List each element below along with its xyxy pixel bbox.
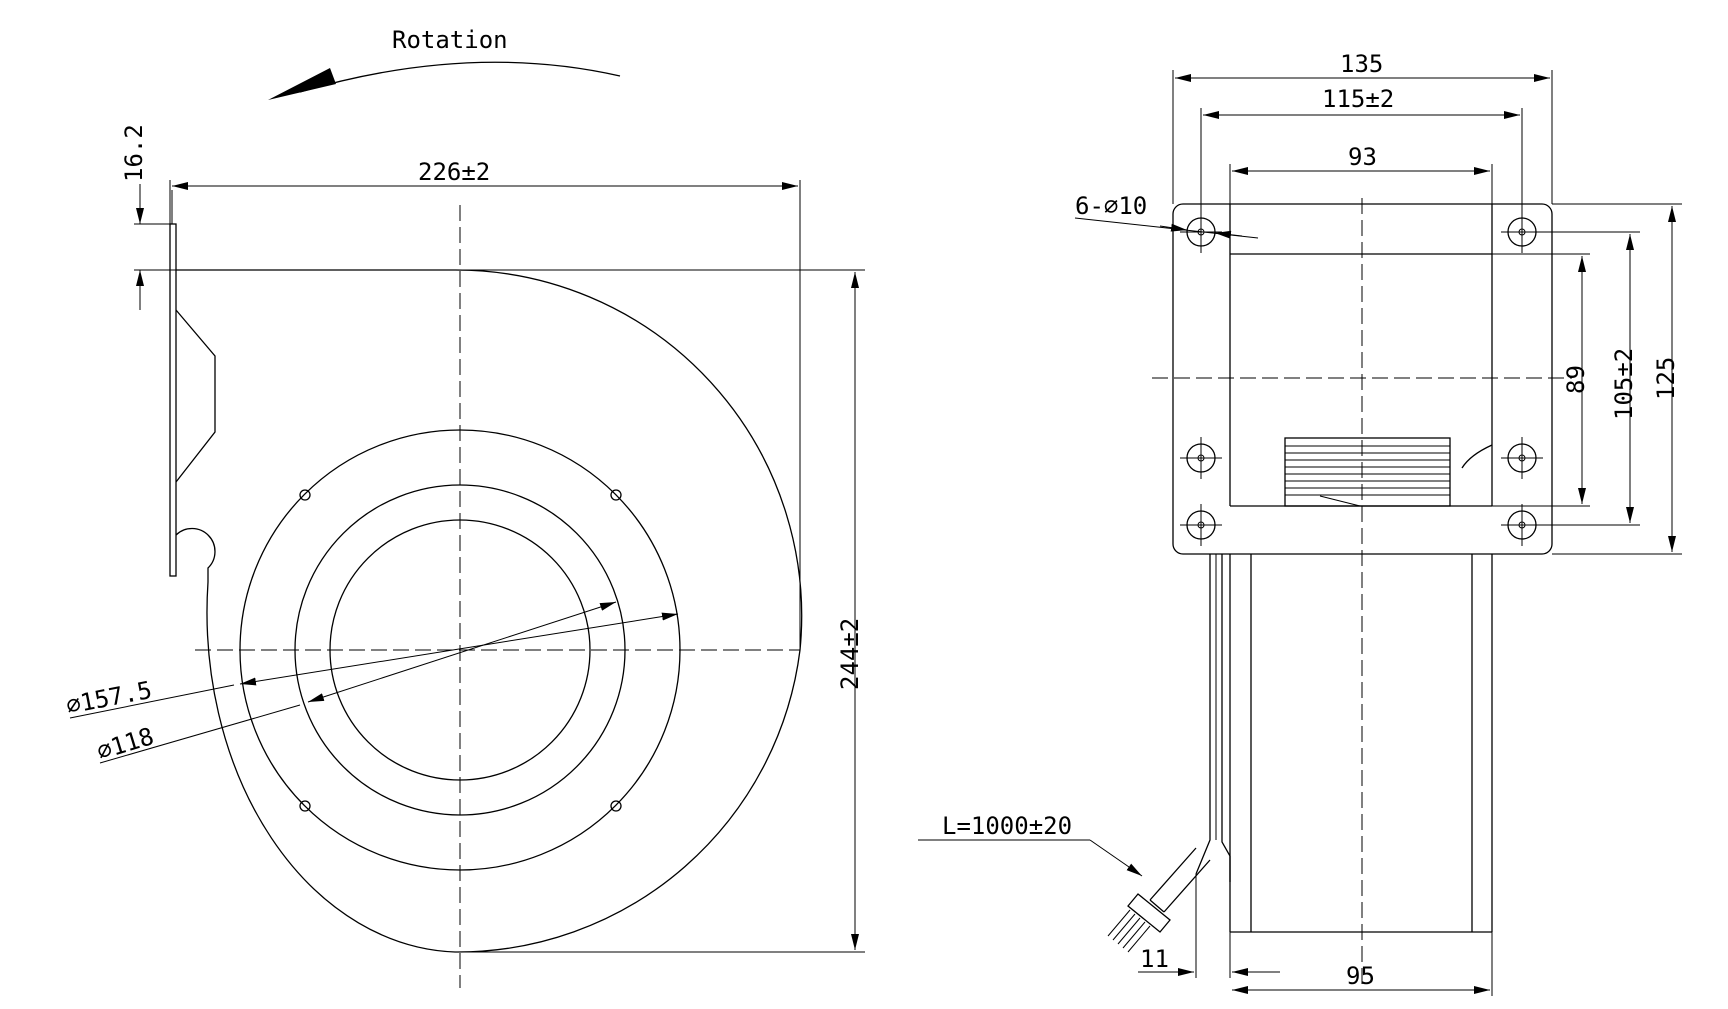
hole-callout [1074, 217, 1259, 239]
height-total-label: 125 [1652, 357, 1680, 400]
screw-hole [299, 800, 311, 812]
diameter-dimensions [69, 601, 679, 764]
mounting-hole [1501, 437, 1543, 479]
impeller-blades [1284, 437, 1451, 507]
power-cable [1107, 847, 1211, 953]
rotation-arrow [268, 61, 621, 100]
depth-dimension-95 [1232, 932, 1493, 996]
offset-label: 11 [1140, 945, 1169, 973]
height-front-label: 244±2 [836, 618, 864, 690]
offset-dimension-11 [1138, 874, 1280, 978]
screw-hole [610, 489, 622, 501]
height-dimension-89 [1492, 253, 1590, 507]
screw-hole [299, 489, 311, 501]
width-outlet-label: 93 [1348, 143, 1377, 171]
width-holes-label: 115±2 [1322, 85, 1394, 113]
cable-bracket [1195, 554, 1231, 882]
rotation-label: Rotation [392, 26, 508, 54]
width-dimension-115 [1200, 108, 1523, 218]
width-dimension-135 [1172, 70, 1553, 204]
width-dimension-93 [1229, 164, 1493, 254]
flange-dimension-16-2 [134, 184, 176, 310]
width-total-label: 135 [1340, 50, 1383, 78]
mounting-hole [1180, 437, 1222, 479]
outlet-opening [1229, 204, 1493, 507]
dia-inner-label: ⌀118 [94, 722, 157, 766]
holes-label: 6-⌀10 [1075, 192, 1147, 220]
dia-outer-label: ⌀157.5 [64, 676, 154, 720]
height-dimension-244 [455, 269, 865, 953]
flange-height-label: 16.2 [120, 124, 148, 182]
height-holes-label: 105±2 [1610, 348, 1638, 420]
mounting-hole [1180, 504, 1222, 546]
screw-hole [610, 800, 622, 812]
mounting-flange [169, 190, 216, 577]
blower-body [1229, 554, 1493, 933]
height-dimension-125 [1552, 203, 1682, 555]
height-outlet-label: 89 [1562, 365, 1590, 394]
side-view: 135 115±2 93 6-⌀10 89 [918, 50, 1682, 996]
front-view: Rotation ⌀157.5 ⌀118 [64, 26, 865, 988]
width-dimension-226 [169, 180, 801, 650]
width-front-label: 226±2 [418, 158, 490, 186]
cable-length-leader [918, 839, 1143, 877]
cable-length-label: L=1000±20 [942, 812, 1072, 840]
height-dimension-105 [1536, 231, 1640, 526]
depth-label: 95 [1346, 962, 1375, 990]
scroll-housing [175, 269, 803, 953]
